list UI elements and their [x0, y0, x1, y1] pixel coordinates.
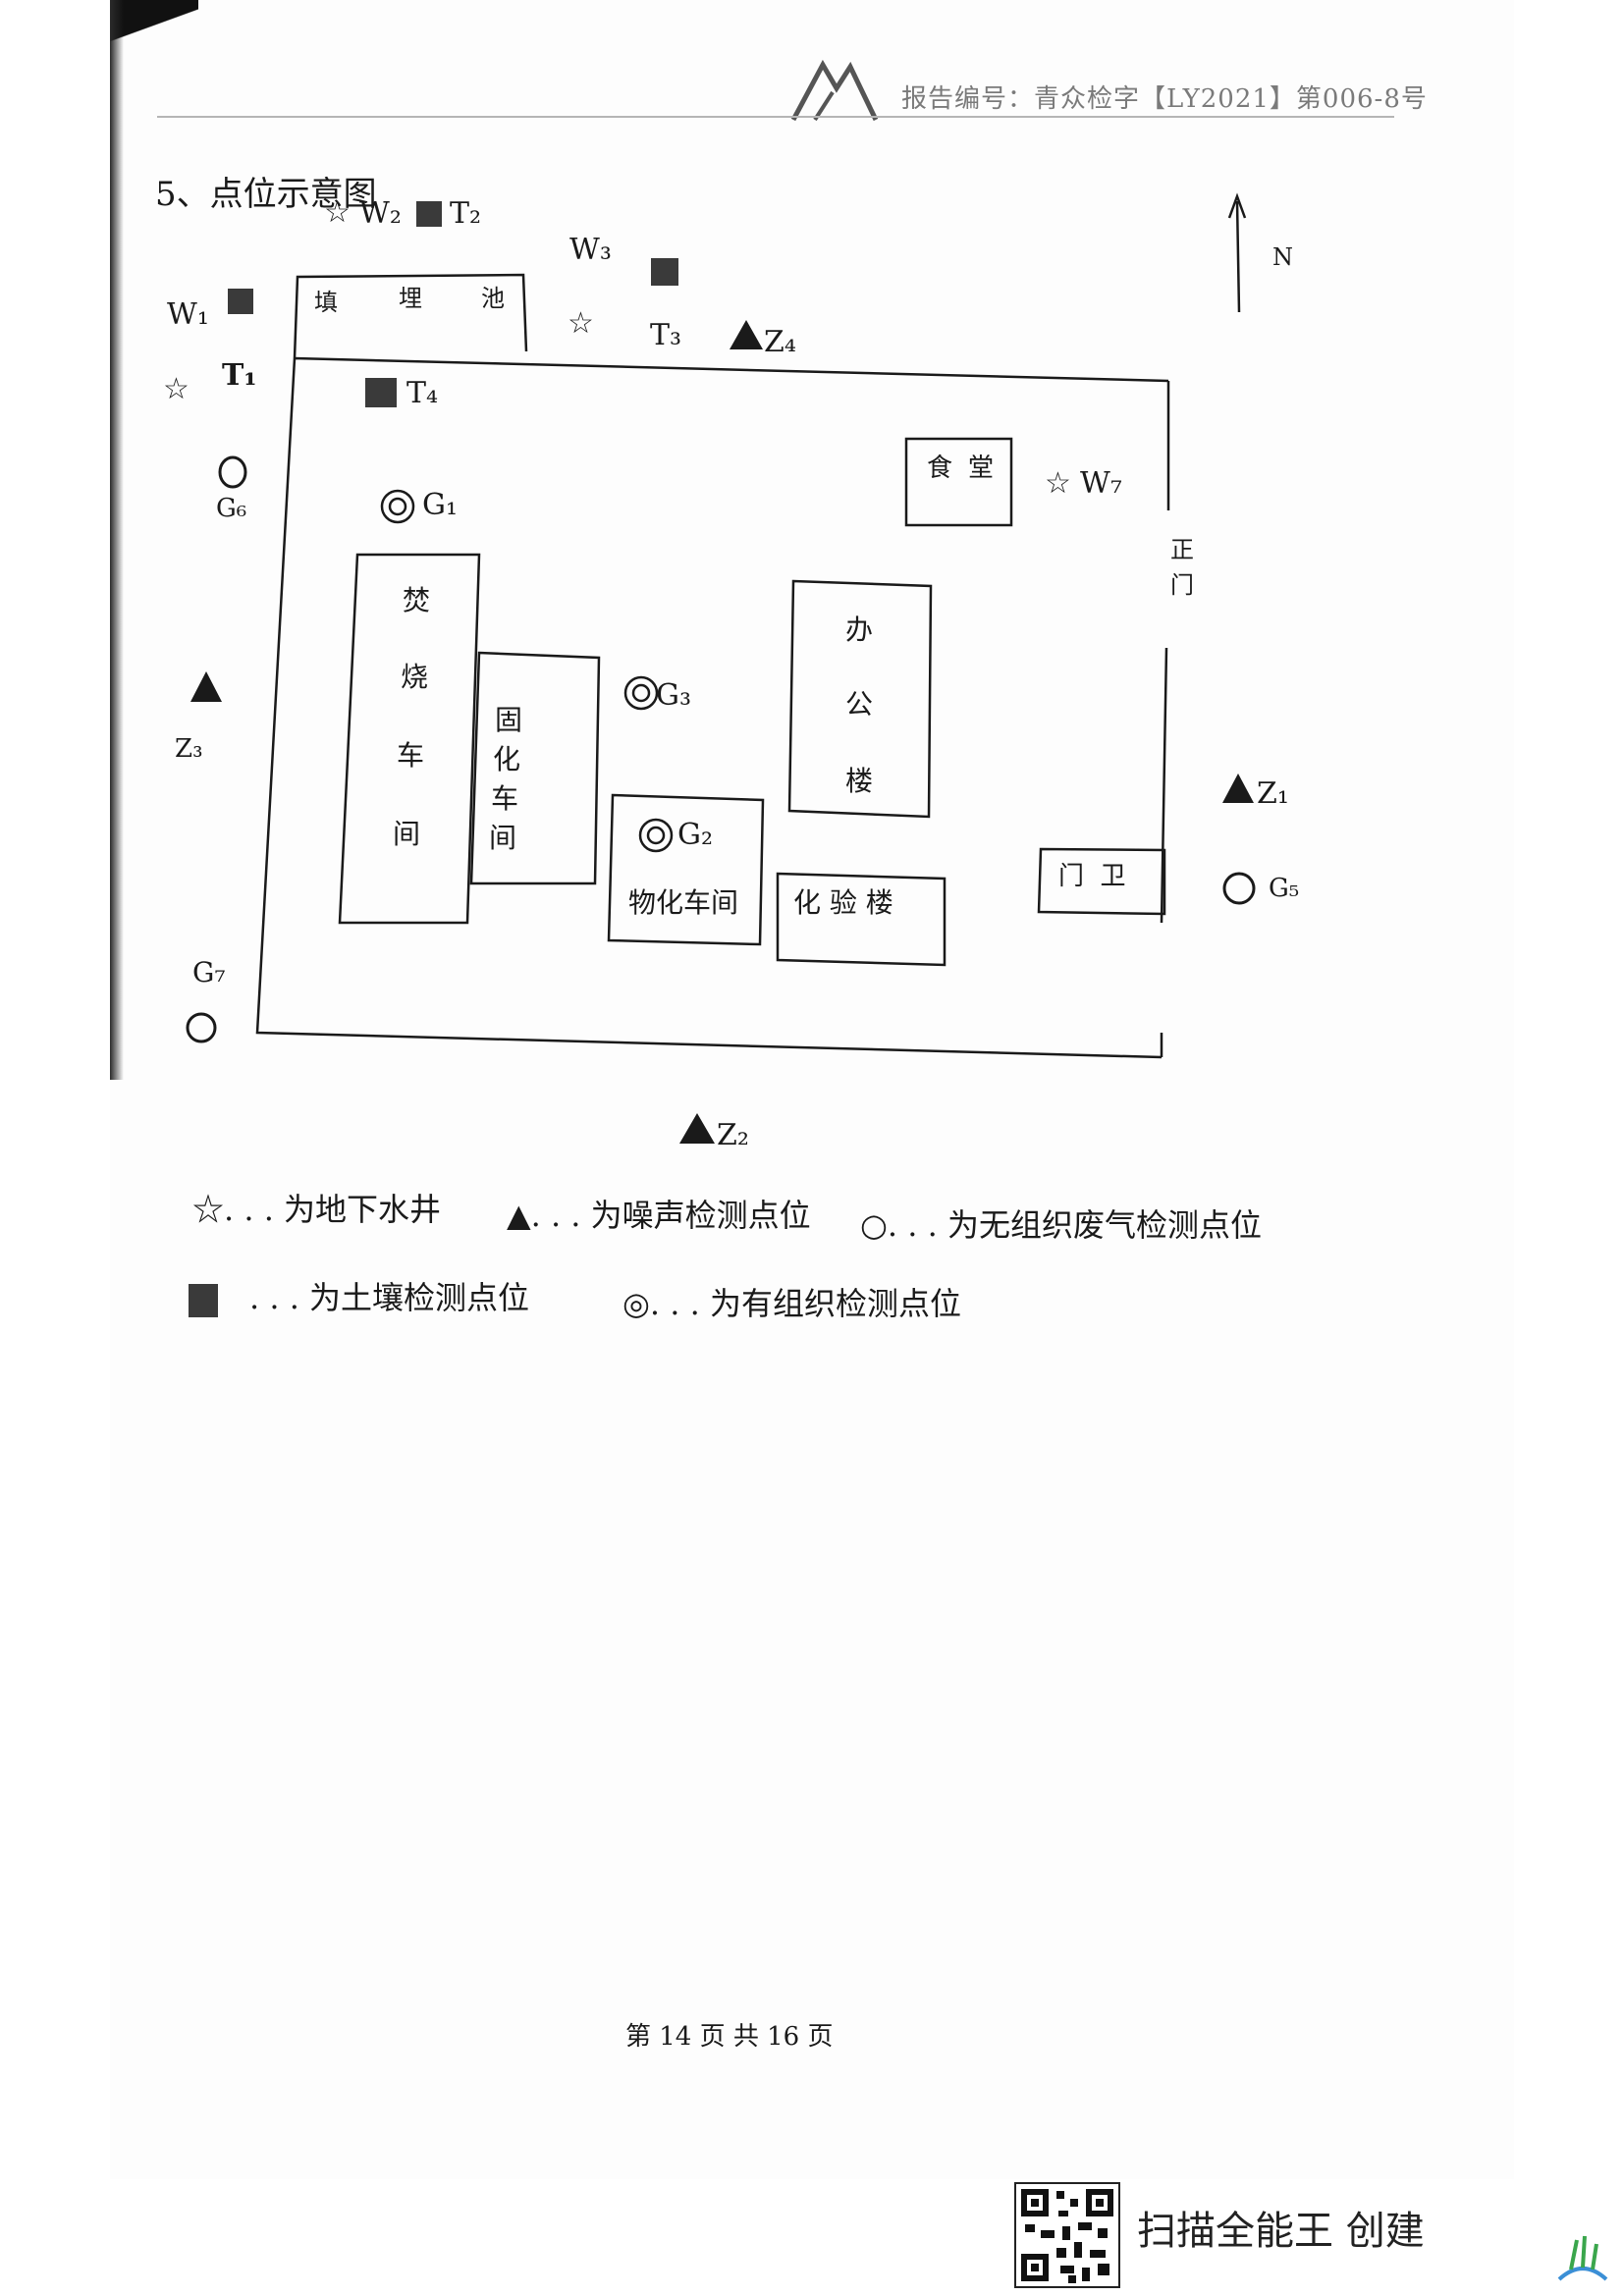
noise-triangle-Z3	[190, 671, 222, 702]
label-W7: W₇	[1080, 466, 1122, 501]
incineration-char-2: 烧	[400, 661, 428, 693]
label-G3: G₃	[656, 678, 691, 713]
landfill-pool-outline	[293, 273, 528, 359]
label-Z4: Z₄	[764, 325, 796, 359]
main-gate-char-2: 门	[1170, 571, 1194, 599]
office-char-3: 楼	[844, 765, 873, 797]
main-gate-char-1: 正	[1170, 536, 1194, 563]
report-number: 报告编号：青众检字【LY2021】第006-8号	[901, 84, 1428, 114]
label-T1: T₁	[222, 358, 257, 393]
noise-triangle-Z2	[679, 1113, 715, 1144]
physchem-label: 物化车间	[628, 886, 739, 919]
legend-groundwater: ☆. . . 为地下水井	[192, 1191, 442, 1228]
soil-square-T2	[416, 201, 442, 227]
solidification-char-2: 化	[492, 743, 520, 775]
scan-dark-corner	[110, 0, 198, 59]
soil-square-T4	[365, 378, 397, 407]
canteen-outline	[904, 437, 1013, 527]
organized-inner-G1	[388, 497, 407, 516]
lab-label: 化 验 楼	[793, 886, 893, 919]
office-char-1: 办	[844, 614, 873, 646]
header-divider	[157, 116, 1394, 118]
organized-outer-G2	[638, 818, 674, 853]
label-Z2: Z₂	[717, 1118, 749, 1152]
label-W1: W₁	[167, 297, 209, 332]
landfill-pool-char-2: 埋	[399, 285, 422, 312]
office-outline	[787, 579, 933, 819]
guard-label: 门 卫	[1058, 862, 1126, 891]
solidification-char-4: 间	[488, 822, 516, 854]
label-T4: T₄	[406, 376, 439, 410]
document-page	[110, 0, 1514, 2179]
landfill-pool-char-3: 池	[481, 285, 505, 312]
north-arrow-icon	[1227, 192, 1247, 313]
organized-inner-G2	[646, 826, 666, 845]
north-label: N	[1272, 243, 1293, 271]
landfill-pool-char-1: 填	[314, 289, 338, 316]
label-W3: W₃	[569, 233, 612, 267]
label-G5: G₅	[1269, 874, 1300, 903]
legend-organized: ◎. . . 为有组织检测点位	[622, 1285, 961, 1322]
noise-triangle-Z1	[1222, 774, 1254, 803]
gas-circle-G5	[1222, 872, 1256, 905]
incineration-outline	[338, 553, 481, 925]
section-title: 5、点位示意图	[155, 175, 377, 214]
soil-square-W1	[228, 289, 253, 314]
legend-soil: . . . 为土壤检测点位	[249, 1279, 530, 1316]
solidification-outline	[469, 651, 601, 885]
binding-shadow	[110, 0, 124, 1080]
incineration-char-3: 车	[396, 739, 424, 772]
groundwater-star-W2-icon: ☆	[324, 195, 351, 230]
legend-soil-square-icon	[189, 1284, 218, 1317]
label-Z3: Z₃	[175, 734, 203, 764]
site-boundary	[255, 356, 1170, 1059]
label-G1: G₁	[422, 488, 458, 522]
gas-circle-G6	[218, 455, 247, 489]
company-logo-icon	[790, 59, 879, 122]
organized-inner-G3	[631, 683, 651, 703]
soil-square-T3	[651, 258, 678, 286]
incineration-char-4: 间	[392, 818, 420, 850]
solidification-char-1: 固	[494, 704, 522, 736]
legend-noise: ▲. . . 为噪声检测点位	[507, 1197, 811, 1234]
canteen-char-1: 食	[927, 454, 953, 483]
physchem-outline	[607, 793, 765, 946]
page-number: 第 14 页 共 16 页	[625, 2022, 834, 2052]
solidification-char-3: 车	[490, 782, 518, 815]
label-Z1: Z₁	[1257, 776, 1289, 811]
label-G6: G₆	[216, 494, 247, 523]
label-G7: G₇	[192, 956, 226, 988]
label-T2: T₂	[450, 196, 482, 231]
lab-outline	[776, 872, 947, 967]
incineration-char-1: 焚	[402, 584, 430, 616]
groundwater-star-W1-icon: ☆	[163, 372, 189, 406]
label-T3: T₃	[650, 318, 682, 352]
groundwater-star-W3-icon: ☆	[568, 306, 594, 341]
scanner-watermark: 扫描全能王 创建	[1137, 2209, 1425, 2254]
organized-outer-G3	[623, 675, 659, 711]
legend-unorganized-gas: ○. . . 为无组织废气检测点位	[860, 1206, 1262, 1244]
gas-circle-G7	[186, 1012, 217, 1043]
guard-outline	[1037, 847, 1166, 916]
label-G2: G₂	[677, 818, 713, 852]
office-char-2: 公	[844, 688, 873, 721]
organized-outer-G1	[380, 489, 415, 524]
canteen-char-2: 堂	[968, 454, 995, 483]
label-W2: W₂	[359, 196, 402, 231]
groundwater-star-W7-icon: ☆	[1045, 466, 1071, 501]
noise-triangle-Z4	[730, 320, 763, 349]
